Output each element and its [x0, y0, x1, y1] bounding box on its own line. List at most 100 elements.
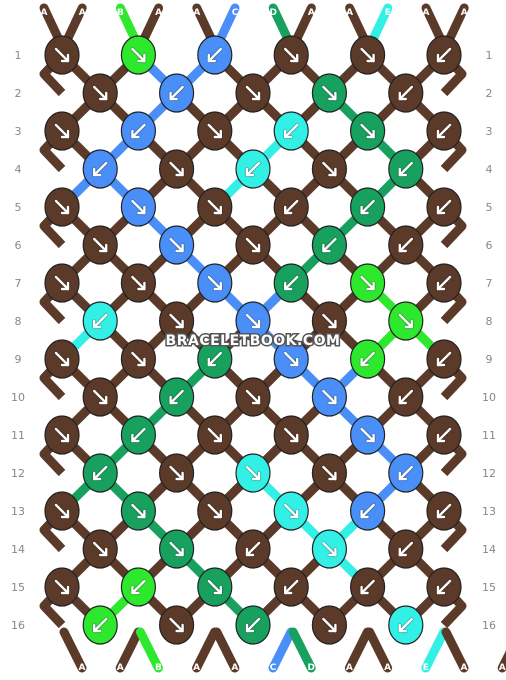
- knot: [120, 415, 156, 455]
- strand-top-letter: A: [79, 8, 86, 18]
- row-label-right: 15: [482, 581, 496, 594]
- row-label-left: 5: [15, 201, 22, 214]
- knot-arrow-icon: [131, 123, 146, 139]
- strand-bottom-end: [441, 627, 469, 673]
- knot: [120, 491, 156, 531]
- knot: [426, 567, 462, 607]
- knot-arrow-icon: [245, 541, 261, 557]
- knot-arrow-icon: [360, 503, 375, 519]
- strand-top-letter: A: [461, 8, 468, 18]
- knot: [197, 415, 233, 455]
- strand-top-end: [443, 3, 469, 47]
- knot-arrow-icon: [207, 199, 223, 215]
- knot: [311, 149, 347, 189]
- knot: [273, 491, 309, 531]
- strand-top-end: [214, 3, 240, 47]
- knot: [82, 605, 118, 645]
- knot: [311, 225, 347, 265]
- strand-bottom-letter: A: [346, 663, 353, 673]
- knot-arrow-icon: [169, 313, 184, 329]
- row-label-right: 12: [482, 467, 496, 480]
- knot-arrow-icon: [131, 503, 146, 519]
- knot-arrow-icon: [322, 541, 337, 557]
- knot-arrow-icon: [360, 47, 375, 63]
- knot-arrow-icon: [207, 123, 223, 139]
- knot: [235, 73, 271, 113]
- knot: [388, 529, 424, 569]
- knot-arrow-icon: [131, 351, 146, 367]
- knot: [273, 415, 309, 455]
- knot: [273, 339, 309, 379]
- strand-bottom-end: [421, 627, 449, 673]
- knot-arrow-icon: [169, 161, 184, 177]
- knot: [311, 453, 347, 493]
- knot-arrow-icon: [245, 465, 261, 481]
- knot: [273, 567, 309, 607]
- strand-bottom-letter: A: [384, 663, 391, 673]
- row-label-right: 13: [482, 505, 496, 518]
- row-label-left: 2: [15, 87, 22, 100]
- row-label-left: 4: [15, 163, 22, 176]
- knot-arrow-icon: [169, 541, 184, 557]
- knot: [159, 453, 195, 493]
- knot: [350, 339, 386, 379]
- knot: [159, 529, 195, 569]
- strand-top-letter: A: [346, 8, 353, 18]
- knot: [197, 35, 233, 75]
- knot-arrow-icon: [284, 427, 299, 443]
- row-label-left: 8: [15, 315, 22, 328]
- knot: [197, 567, 233, 607]
- knot: [120, 567, 156, 607]
- knot-arrow-icon: [360, 579, 375, 595]
- knot: [82, 301, 118, 341]
- strand-bottom-end: [212, 627, 240, 673]
- knot: [82, 529, 118, 569]
- knot-arrow-icon: [398, 465, 413, 481]
- strand-bottom-end: [497, 650, 506, 673]
- knot: [235, 453, 271, 493]
- knot: [120, 111, 156, 151]
- knot: [235, 377, 271, 417]
- knot-arrow-icon: [245, 389, 261, 405]
- knot: [159, 377, 195, 417]
- knot: [197, 339, 233, 379]
- strand-bottom-letter: A: [461, 663, 468, 673]
- knot-arrow-icon: [207, 351, 223, 367]
- knot-arrow-icon: [322, 85, 337, 101]
- knot-arrow-icon: [322, 617, 337, 633]
- knot: [235, 225, 271, 265]
- knot: [273, 35, 309, 75]
- knot: [159, 73, 195, 113]
- strand-bottom-letter: A: [193, 663, 200, 673]
- knot: [197, 491, 233, 531]
- knot-arrow-icon: [436, 47, 452, 63]
- knot-arrow-icon: [92, 161, 108, 177]
- knot: [82, 149, 118, 189]
- knot-arrow-icon: [398, 161, 413, 177]
- knot: [388, 73, 424, 113]
- knot: [311, 301, 347, 341]
- strand-bottom-letter: A: [499, 663, 506, 673]
- knot-arrow-icon: [398, 313, 413, 329]
- knot-arrow-icon: [398, 617, 413, 633]
- knot-arrow-icon: [131, 199, 146, 215]
- knot: [426, 339, 462, 379]
- strand-bottom-end: [135, 627, 163, 673]
- row-label-left: 14: [11, 543, 25, 556]
- knot: [350, 415, 386, 455]
- knot-arrow-icon: [398, 541, 413, 557]
- knot-arrow-icon: [207, 47, 223, 63]
- knot: [388, 377, 424, 417]
- row-label-right: 11: [482, 429, 496, 442]
- knot: [350, 187, 386, 227]
- knot-layer: [44, 35, 462, 645]
- knot: [388, 301, 424, 341]
- knot: [235, 301, 271, 341]
- knot: [44, 415, 80, 455]
- knot-arrow-icon: [92, 313, 108, 329]
- knot-arrow-icon: [54, 427, 70, 443]
- row-label-right: 4: [486, 163, 493, 176]
- row-label-right: 6: [486, 239, 493, 252]
- strand-top-letter: A: [308, 8, 315, 18]
